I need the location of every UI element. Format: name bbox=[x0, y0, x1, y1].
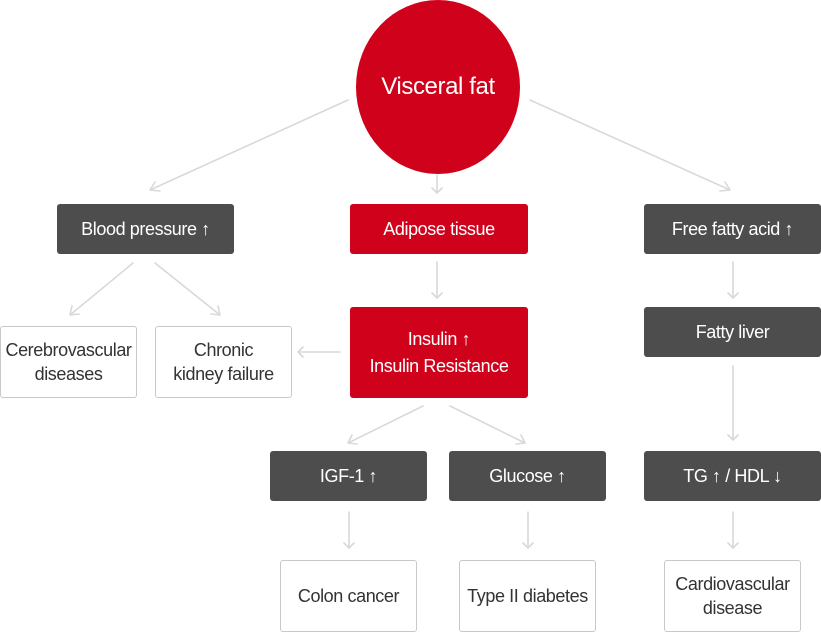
node-colon-cancer: Colon cancer bbox=[280, 560, 417, 632]
node-visceral-fat: Visceral fat bbox=[356, 0, 520, 174]
colon-cancer-label: Colon cancer bbox=[297, 586, 400, 606]
arrow-bp-to-kidney bbox=[154, 262, 221, 316]
node-cardiovascular-disease: Cardiovascular disease bbox=[664, 560, 801, 632]
type-ii-diabetes-label: Type II diabetes bbox=[467, 586, 588, 606]
arrow-root-to-ffa bbox=[529, 99, 731, 192]
adipose-tissue-label: Adipose tissue bbox=[383, 219, 495, 239]
arrow-insulin-to-kidney bbox=[297, 346, 341, 358]
arrow-root-to-adipose bbox=[431, 174, 443, 194]
igf-1-label: IGF-1 ↑ bbox=[319, 466, 378, 486]
arrow-glucose-to-diabetes bbox=[522, 511, 534, 549]
node-cerebrovascular-diseases: Cerebrovascular diseases bbox=[0, 326, 137, 398]
arrow-insulin-to-igf bbox=[347, 405, 424, 445]
cardiovascular-line1: Cardiovascular bbox=[675, 574, 790, 594]
arrow-adipose-to-insulin bbox=[431, 261, 443, 299]
tg-hdl-label: TG ↑ / HDL ↓ bbox=[683, 466, 782, 486]
node-tg-hdl: TG ↑ / HDL ↓ bbox=[644, 451, 821, 501]
kidney-line2: kidney failure bbox=[173, 364, 274, 384]
kidney-line1: Chronic bbox=[193, 340, 254, 360]
visceral-fat-label: Visceral fat bbox=[381, 73, 495, 100]
node-igf-1: IGF-1 ↑ bbox=[270, 451, 427, 501]
blood-pressure-label: Blood pressure ↑ bbox=[81, 219, 210, 239]
cardiovascular-line2: disease bbox=[702, 598, 763, 618]
arrow-igf-to-colon bbox=[343, 511, 355, 549]
arrow-tg-to-cardio bbox=[727, 511, 739, 549]
arrow-ffa-to-fatty-liver bbox=[727, 261, 739, 299]
cerebrovascular-line2: diseases bbox=[34, 364, 103, 384]
node-chronic-kidney-failure: Chronic kidney failure bbox=[155, 326, 292, 398]
node-fatty-liver: Fatty liver bbox=[644, 307, 821, 357]
arrow-bp-to-cerebrovascular bbox=[69, 262, 134, 316]
arrow-root-to-blood-pressure bbox=[149, 99, 349, 192]
node-blood-pressure: Blood pressure ↑ bbox=[57, 204, 234, 254]
free-fatty-acid-label: Free fatty acid ↑ bbox=[671, 219, 794, 239]
insulin-line1: Insulin ↑ bbox=[407, 328, 471, 349]
glucose-label: Glucose ↑ bbox=[489, 466, 566, 486]
fatty-liver-label: Fatty liver bbox=[695, 322, 770, 342]
arrow-insulin-to-glucose bbox=[449, 405, 526, 445]
insulin-line2: Insulin Resistance bbox=[369, 355, 509, 376]
arrow-fatty-liver-to-tg bbox=[727, 365, 739, 441]
node-glucose: Glucose ↑ bbox=[449, 451, 606, 501]
node-adipose-tissue: Adipose tissue bbox=[350, 204, 528, 254]
cerebrovascular-line1: Cerebrovascular bbox=[5, 340, 132, 360]
node-insulin-resistance: Insulin ↑ Insulin Resistance bbox=[350, 307, 528, 398]
node-type-ii-diabetes: Type II diabetes bbox=[459, 560, 596, 632]
node-free-fatty-acid: Free fatty acid ↑ bbox=[644, 204, 821, 254]
